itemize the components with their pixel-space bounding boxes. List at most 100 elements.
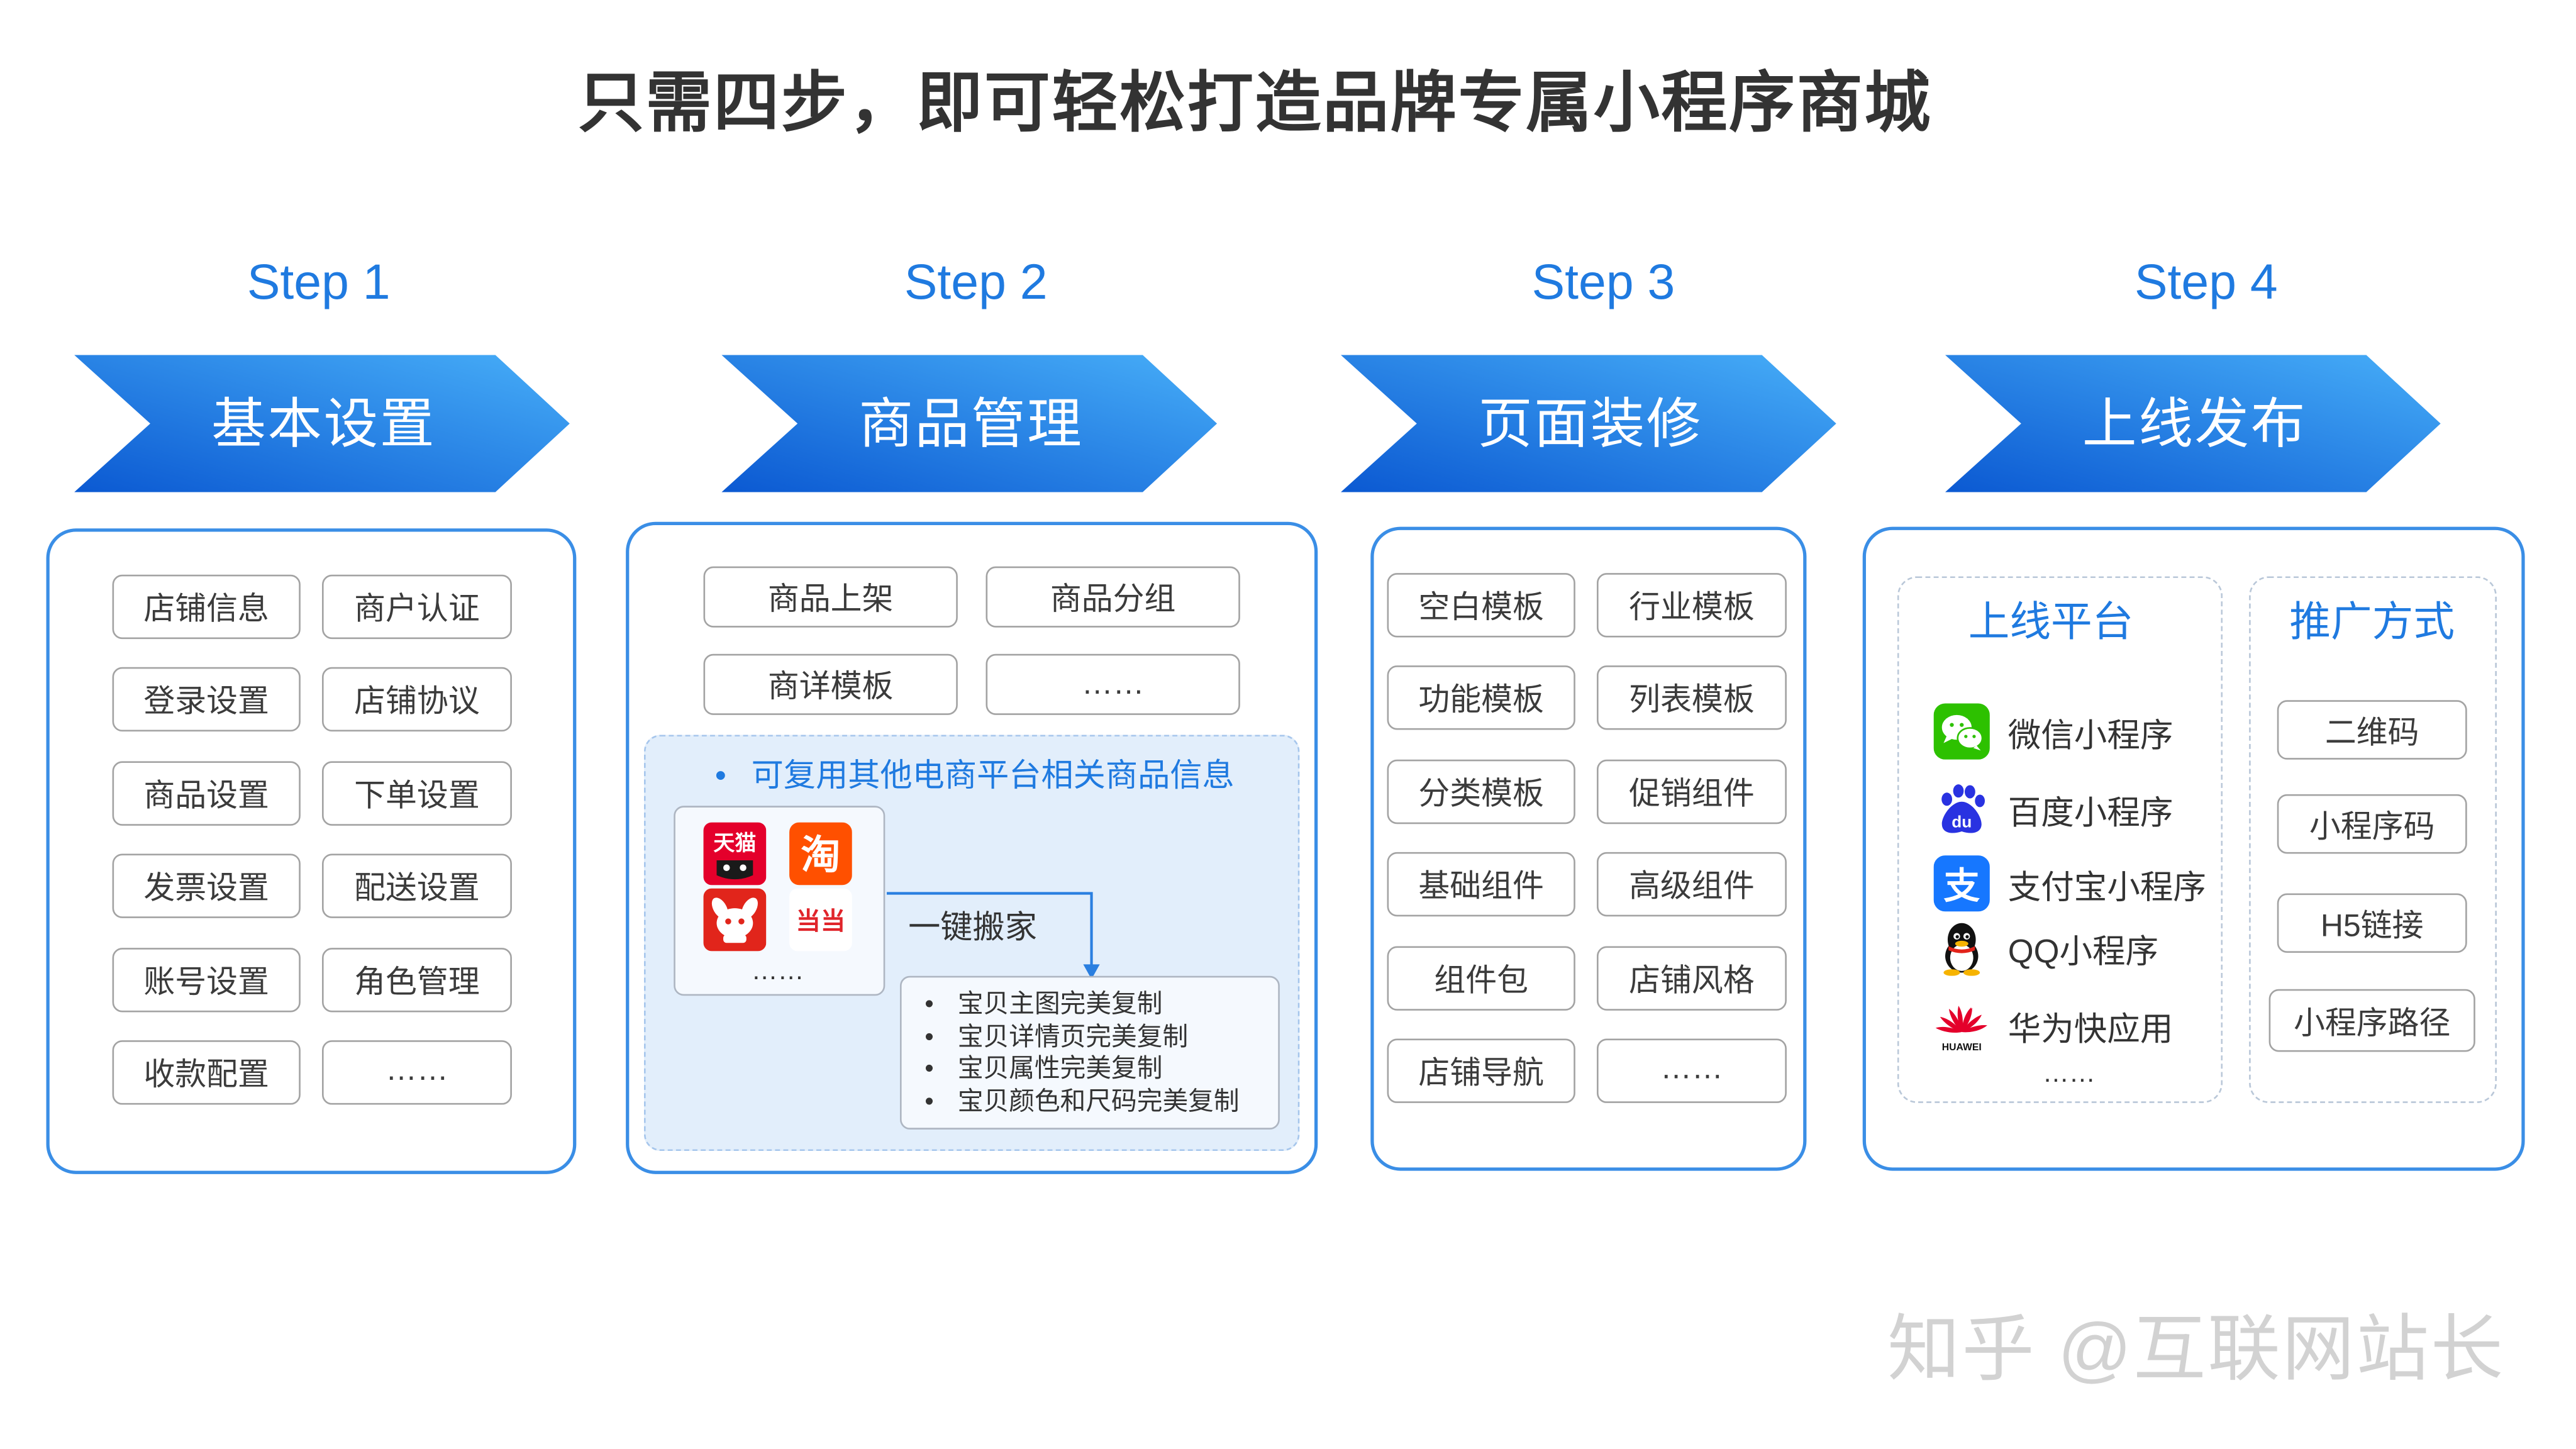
copy-features-list: 宝贝主图完美复制 宝贝详情页完美复制 宝贝属性完美复制 宝贝颜色和尺码完美复制 (902, 977, 1279, 1118)
template-item: 组件包 (1387, 945, 1575, 1010)
step-1-label: Step 1 (247, 255, 391, 311)
promotion-panel: 推广方式 二维码 小程序码 H5链接 小程序路径 (2249, 576, 2497, 1103)
setting-item: 下单设置 (321, 760, 512, 826)
product-management-grid: 商品上架 商品分组 商详模板 …… (703, 566, 1240, 715)
setting-item: 商户认证 (321, 574, 512, 640)
platform-item-qq: QQ小程序 (1934, 918, 2158, 978)
chevron-arrow-icon (721, 355, 1218, 492)
basic-settings-grid: 店铺信息 商户认证 登录设置 店铺协议 商品设置 下单设置 发票设置 配送设置 … (112, 574, 512, 1105)
one-click-move-label: 一键搬家 (908, 909, 1037, 947)
platform-label: 华为快应用 (2007, 1011, 2174, 1048)
step-1-arrow: 基本设置 (74, 355, 570, 492)
import-heading: 可复用其他电商平台相关商品信息 (715, 755, 1235, 797)
more-platforms-ellipsis: …… (751, 957, 804, 986)
chevron-arrow-icon (74, 355, 570, 492)
promotion-heading: 推广方式 (2289, 599, 2455, 646)
platform-label: 支付宝小程序 (2007, 869, 2206, 906)
huawei-logo-text: HUAWEI (1942, 1042, 1982, 1053)
setting-item-more: …… (321, 1040, 512, 1105)
step-4-title: 上线发布 (2082, 392, 2307, 455)
template-item: 功能模板 (1387, 666, 1575, 731)
template-item: 分类模板 (1387, 759, 1575, 824)
platform-label: QQ小程序 (2007, 933, 2159, 970)
list-item: 宝贝颜色和尺码完美复制 (902, 1086, 1279, 1118)
step-3-arrow: 页面装修 (1341, 355, 1836, 492)
platform-item-huawei: HUAWEI 华为快应用 (1934, 996, 2174, 1055)
tmall-logo: 天猫 (703, 822, 767, 886)
product-item-more: …… (985, 653, 1240, 715)
setting-item: 店铺协议 (321, 667, 512, 733)
page-decoration-panel: 空白模板 行业模板 功能模板 列表模板 分类模板 促销组件 基础组件 高级组件 … (1370, 526, 1807, 1171)
promotion-item-qr-code: 二维码 (2277, 700, 2467, 760)
setting-item: 登录设置 (112, 667, 301, 733)
template-item-more: …… (1596, 1038, 1787, 1103)
product-item: 商详模板 (703, 653, 958, 715)
template-item: 店铺导航 (1387, 1038, 1575, 1103)
promotion-item-h5-link: H5链接 (2277, 893, 2467, 953)
platform-label: 百度小程序 (2007, 795, 2174, 832)
import-panel: 可复用其他电商平台相关商品信息 天猫 淘 (643, 735, 1300, 1152)
step-4-label: Step 4 (2134, 255, 2278, 311)
watermark: 知乎 @互联网站长 (1887, 1309, 2505, 1391)
more-platforms-ellipsis: …… (2042, 1060, 2096, 1089)
copy-features-box: 宝贝主图完美复制 宝贝详情页完美复制 宝贝属性完美复制 宝贝颜色和尺码完美复制 (899, 975, 1280, 1130)
step-4-arrow: 上线发布 (1945, 355, 2441, 492)
step-3-title: 页面装修 (1477, 392, 1703, 455)
template-item: 促销组件 (1596, 759, 1787, 824)
step-2-arrow: 商品管理 (721, 355, 1218, 492)
launch-platforms-panel: 上线平台 微信小程序 (1897, 576, 2223, 1103)
launch-platforms-heading: 上线平台 (1968, 599, 2134, 646)
setting-item: 收款配置 (112, 1040, 301, 1105)
setting-item: 商品设置 (112, 760, 301, 826)
arrow-connector-icon (886, 892, 1100, 980)
product-item: 商品分组 (985, 566, 1240, 628)
tmall-logo-text: 天猫 (713, 831, 756, 855)
promotion-item-mini-program-code: 小程序码 (2277, 794, 2467, 854)
setting-item: 配送设置 (321, 853, 512, 919)
platform-item-alipay: 支 支付宝小程序 (1933, 853, 2206, 913)
alipay-logo-text: 支 (1943, 866, 1980, 906)
list-item: 宝贝详情页完美复制 (902, 1021, 1279, 1053)
template-item: 高级组件 (1596, 852, 1787, 917)
wechat-icon (1933, 703, 1990, 760)
chevron-arrow-icon (1341, 355, 1836, 492)
baidu-icon: du (1941, 784, 1985, 833)
list-item: 宝贝属性完美复制 (902, 1054, 1279, 1086)
dangdang-logo-text: 当当 (796, 908, 846, 935)
step-2-label: Step 2 (904, 255, 1048, 311)
list-item: 宝贝主图完美复制 (902, 989, 1279, 1021)
template-item: 空白模板 (1387, 573, 1575, 638)
taobao-logo: 淘 (789, 822, 852, 886)
template-item: 行业模板 (1596, 573, 1787, 638)
platform-item-wechat: 微信小程序 (1933, 702, 2174, 762)
setting-item: 店铺信息 (112, 574, 301, 640)
template-item: 店铺风格 (1596, 945, 1787, 1010)
template-item: 基础组件 (1387, 852, 1575, 917)
qq-icon (1943, 923, 1980, 976)
huawei-icon: HUAWEI (1935, 1006, 1987, 1053)
platform-logo-box: 天猫 淘 (674, 806, 886, 996)
page-decoration-grid: 空白模板 行业模板 功能模板 列表模板 分类模板 促销组件 基础组件 高级组件 … (1387, 573, 1787, 1103)
basic-settings-panel: 店铺信息 商户认证 登录设置 店铺协议 商品设置 下单设置 发票设置 配送设置 … (46, 528, 577, 1174)
product-management-panel: 商品上架 商品分组 商详模板 …… 可复用其他电商平台相关商品信息 天猫 淘 (626, 521, 1318, 1174)
setting-item: 发票设置 (112, 853, 301, 919)
dangdang-logo: 当当 (789, 888, 852, 952)
setting-item: 角色管理 (321, 947, 512, 1012)
step-2-title: 商品管理 (858, 392, 1084, 455)
product-item: 商品上架 (703, 566, 958, 628)
step-3-label: Step 3 (1531, 255, 1675, 311)
template-item: 列表模板 (1596, 666, 1787, 731)
baidu-logo-text: du (1951, 812, 1972, 831)
jd-logo (703, 888, 767, 952)
taobao-logo-text: 淘 (801, 833, 840, 877)
step-1-title: 基本设置 (211, 392, 436, 455)
platform-label: 微信小程序 (2007, 717, 2174, 754)
launch-panel: 上线平台 微信小程序 (1862, 526, 2525, 1171)
platform-item-baidu: du 百度小程序 (1934, 779, 2174, 839)
page-title: 只需四步，即可轻松打造品牌专属小程序商城 (577, 67, 1932, 141)
chevron-arrow-icon (1945, 355, 2441, 492)
alipay-icon: 支 (1933, 855, 1990, 912)
setting-item: 账号设置 (112, 947, 301, 1012)
promotion-item-mini-program-path: 小程序路径 (2268, 989, 2475, 1052)
